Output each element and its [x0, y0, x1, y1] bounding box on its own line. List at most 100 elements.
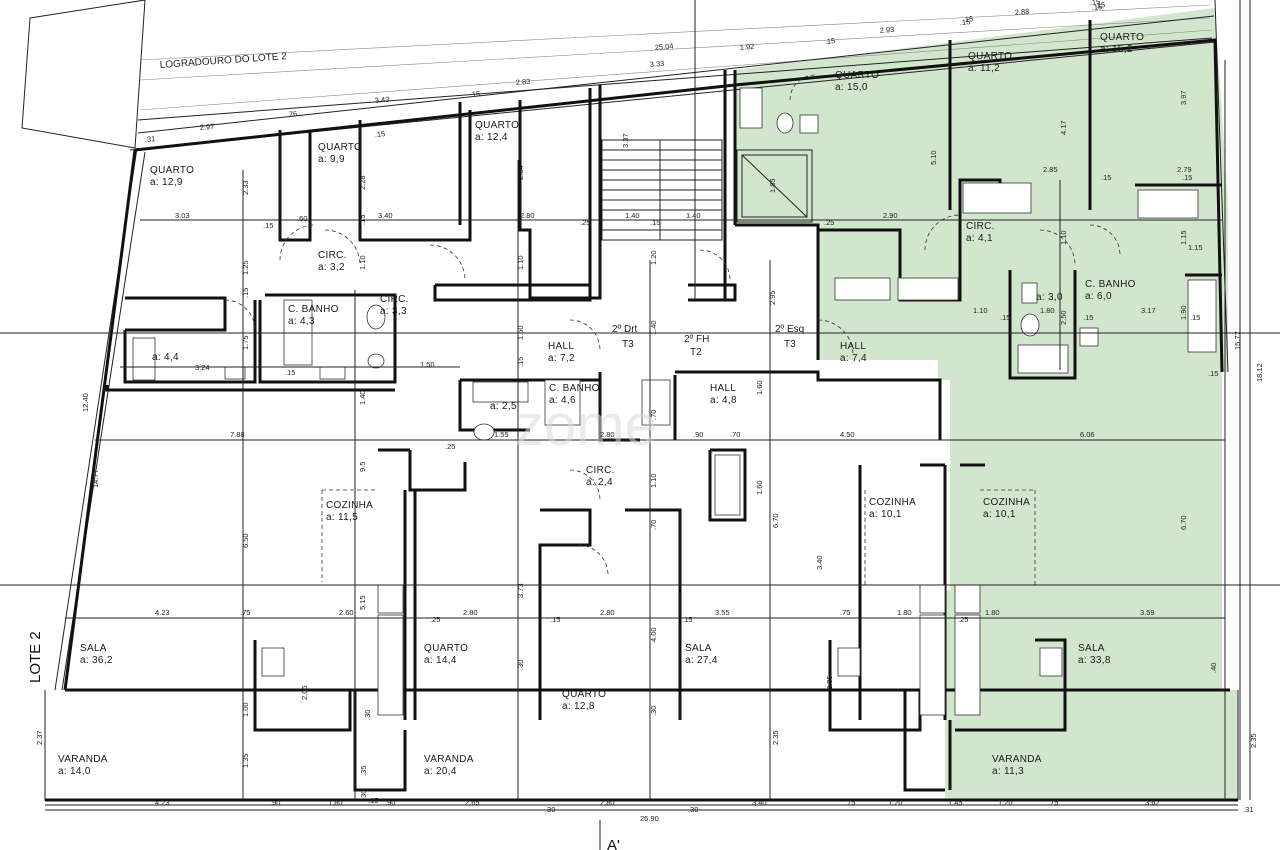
unit-floor: 2º FH: [684, 334, 709, 345]
logradouro-label: LOGRADOURO DO LOTE 2: [159, 51, 287, 71]
dimension-label: .60: [297, 214, 307, 223]
interior-walls: [105, 20, 1222, 792]
dimension-label: .70: [730, 430, 740, 439]
dimension-label: 4.23: [155, 608, 170, 617]
dimension-label: .15: [682, 615, 692, 624]
room-area: a: 12,9: [150, 177, 183, 188]
dimension-label: .15: [650, 218, 660, 227]
dimension-label: 2.80: [600, 798, 615, 807]
dimension-label: .70: [649, 410, 658, 420]
dimension-label: 2.90: [883, 211, 898, 220]
room-name: QUARTO: [835, 70, 879, 81]
room-name: C. BANHO: [288, 304, 339, 315]
dimension-label: .15: [368, 796, 378, 805]
dimension-label: 1.20: [998, 798, 1013, 807]
room-name: C. BANHO: [549, 383, 600, 394]
room-name: QUARTO: [318, 142, 362, 153]
room-area: a: 15,0: [835, 82, 868, 93]
dimension-label: .76: [286, 109, 297, 119]
room-area: a: 12,4: [475, 132, 508, 143]
room-name: CIRC.: [966, 221, 995, 232]
dimension-label: .40: [1209, 663, 1218, 673]
dimension-label: .15: [1083, 313, 1093, 322]
room-name: SALA: [1078, 643, 1105, 654]
dimension-lines: [45, 15, 1238, 811]
dimension-label: 12.40: [81, 393, 90, 412]
dimension-label: 3.55: [715, 608, 730, 617]
dimension-label: 3.40: [378, 211, 393, 220]
dimension-label: 26.90: [640, 814, 659, 823]
dimension-label: 1.80: [985, 608, 1000, 617]
dimension-label: 1.10: [1059, 230, 1068, 245]
dimension-label: 2.79: [1177, 165, 1192, 174]
dimension-label: 4.17: [1059, 120, 1068, 135]
dimension-label: .90: [385, 798, 395, 807]
room-area: a: 7,2: [548, 353, 575, 364]
room-area: a: 10,1: [983, 509, 1016, 520]
room-name: COZINHA: [983, 497, 1030, 508]
dimension-label: .31: [1243, 805, 1253, 814]
dimension-label: 1.20: [888, 798, 903, 807]
dimension-label: 2.80: [520, 211, 535, 220]
room-name: SALA: [80, 643, 107, 654]
dimension-label: .30: [359, 790, 368, 800]
dimension-label: 3.40: [752, 798, 767, 807]
dimension-label: 1.92: [739, 42, 754, 52]
room-name: HALL: [710, 383, 736, 394]
unit-type: T3: [784, 339, 796, 350]
dimension-label: .15: [1091, 2, 1102, 12]
dimension-label: 9.5: [358, 462, 367, 472]
unit-tags: 2º Drt T3 2º FH T2 2º Esq T3: [612, 324, 804, 358]
unit-floor: 2º Drt: [612, 324, 638, 335]
dimension-label: .15: [263, 221, 273, 230]
dimension-label: 2.83: [515, 77, 530, 87]
room-name: COZINHA: [869, 497, 916, 508]
unit-floor: 2º Esq: [775, 324, 804, 335]
dimension-label: .15: [1000, 313, 1010, 322]
dimension-label: 1.20: [649, 250, 658, 265]
dimension-label: 2.33: [241, 180, 250, 195]
room-area: a: 4,4: [152, 352, 179, 363]
room-name: QUARTO: [1100, 32, 1144, 43]
stairwell: [601, 139, 813, 241]
dimension-label: 1.80: [897, 608, 912, 617]
dimension-label: .15: [1094, 0, 1105, 10]
dimension-label: 4.50: [840, 430, 855, 439]
dimension-label: .75: [1048, 798, 1058, 807]
dimension-label: .35: [359, 766, 368, 776]
dimension-label: .30: [363, 710, 372, 720]
dimension-label: 2.80: [600, 608, 615, 617]
dimension-label: 1.75: [241, 335, 250, 350]
dimension-label: 2.65: [465, 798, 480, 807]
dimension-label: .15: [516, 357, 525, 367]
dimension-label: 1.60: [755, 480, 764, 495]
dimension-label: 2.35: [1249, 733, 1258, 748]
room-name: HALL: [840, 341, 866, 352]
dimension-label: 1.35: [241, 753, 250, 768]
room-area: a: 14,4: [424, 655, 457, 666]
dimension-label: 1.40: [625, 211, 640, 220]
dimension-label: 3.43: [374, 95, 389, 105]
dimension-label: 7.88: [230, 430, 245, 439]
dimension-label: 1.15: [1188, 243, 1203, 252]
dimension-label: 2.37: [35, 730, 44, 745]
dimension-label: 1.50: [420, 360, 435, 369]
dimension-label: 4.00: [649, 627, 658, 642]
dimension-label: .70: [649, 520, 658, 530]
room-name: C. BANHO: [1085, 279, 1136, 290]
room-area: a: 4,1: [966, 233, 993, 244]
unit-type: T2: [690, 347, 702, 358]
dimension-label: .15: [962, 14, 973, 24]
dimension-label: 2.60: [339, 608, 354, 617]
dimension-label: .75: [840, 608, 850, 617]
dimension-label: 3.59: [1140, 608, 1155, 617]
dimension-label: 2.80: [463, 608, 478, 617]
dimension-label: 2.97: [199, 122, 214, 132]
room-area: a: 15,2: [1100, 44, 1133, 55]
dimension-label: 1.85: [768, 178, 777, 193]
dimension-label: 1.55: [494, 430, 509, 439]
room-name: CIRC.: [318, 250, 347, 261]
dimension-label: 1.15: [1179, 230, 1188, 245]
room-name: SALA: [685, 643, 712, 654]
